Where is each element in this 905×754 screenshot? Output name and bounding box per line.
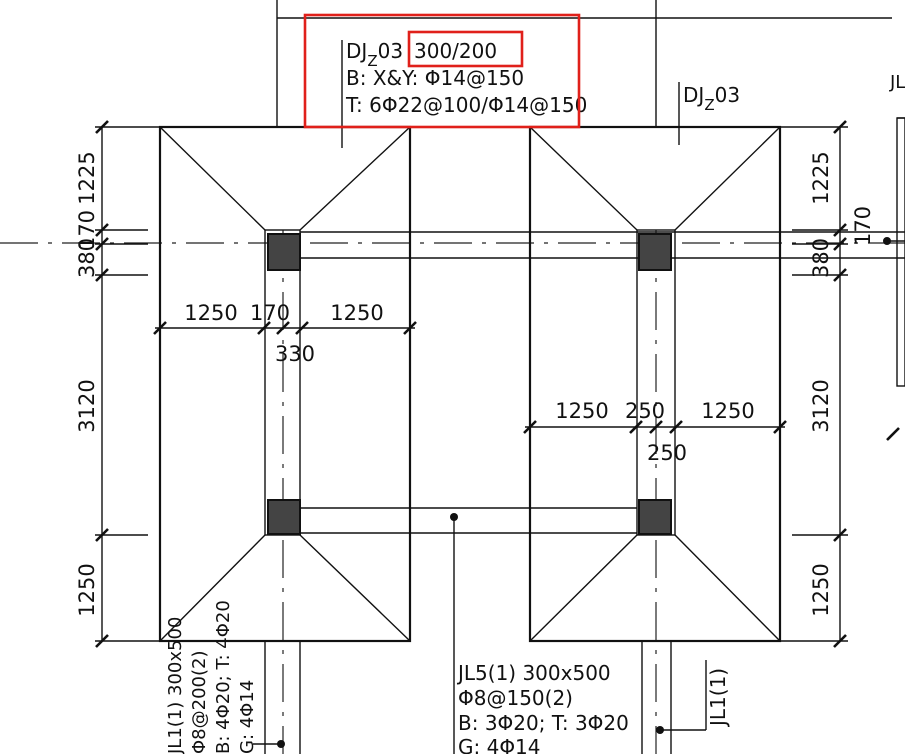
beam-jl1-line4: G: 4Φ14 (237, 680, 258, 754)
beam-jl5-line4: G: 4Φ14 (458, 735, 541, 754)
dim-chain-right: 1225 170 380 3120 1250 (780, 120, 905, 648)
highlight-boxes (303, 13, 581, 129)
dim-left-3120: 3120 (75, 379, 99, 432)
dim-right-380: 380 (809, 238, 833, 278)
footing-label-bottom-rebar: B: X&Y: Φ14@150 (346, 66, 524, 90)
dim-width-right: 1250 250 1250 250 (523, 399, 787, 465)
footing-label-name: DJZ03 (346, 39, 403, 70)
dim-w-right-250b: 250 (647, 441, 687, 465)
right-edge-ticks (886, 427, 900, 441)
dim-w-left-170: 170 (250, 301, 290, 325)
dim-w-left-1250b: 1250 (330, 301, 383, 325)
dim-w-left-1250a: 1250 (184, 301, 237, 325)
beam-jl5-annotation: JL5(1) 300x500 Φ8@150(2) B: 3Φ20; T: 3Φ2… (450, 513, 629, 754)
dim-w-right-1250a: 1250 (555, 399, 608, 423)
dim-left-1225: 1225 (75, 151, 99, 204)
footing-label-top-rebar: T: 6Φ22@100/Φ14@150 (345, 93, 587, 117)
dim-right-1250: 1250 (809, 563, 833, 616)
beam-jl1-right-annotation: JL1(1) (656, 660, 730, 734)
beam-jl1-line3: B: 4Φ20; T: 4Φ20 (213, 600, 234, 754)
columns (267, 233, 672, 535)
dim-w-right-1250b: 1250 (701, 399, 754, 423)
dim-left-380: 380 (75, 238, 99, 278)
dim-w-left-330: 330 (275, 342, 315, 366)
dim-right-1225: 1225 (809, 151, 833, 204)
beam-jl1-line1: JL1(1) 300x500 (165, 617, 186, 754)
highlight-outer (303, 13, 581, 129)
svg-text:DJZ03: DJZ03 (683, 83, 740, 114)
column-bottom-left (267, 499, 301, 535)
beam-jl5-line3: B: 3Φ20; T: 3Φ20 (458, 711, 629, 735)
beam-jl1-line2: Φ8@200(2) (189, 651, 210, 754)
dim-left-1250: 1250 (75, 563, 99, 616)
footing-label-right: DJZ03 JL (678, 72, 905, 145)
beam-jl5-line1: JL5(1) 300x500 (456, 661, 611, 685)
footing-label-size: 300/200 (414, 39, 497, 63)
footing-right (528, 125, 782, 643)
beam-jl5-line2: Φ8@150(2) (458, 686, 573, 710)
connecting-beams (264, 117, 905, 754)
dim-left-170: 170 (75, 210, 99, 250)
dim-width-left: 1250 170 1250 330 (153, 301, 417, 366)
column-top-left (267, 233, 301, 271)
column-top-right (638, 233, 672, 271)
dim-w-right-250: 250 (625, 399, 665, 423)
dim-right-170: 170 (851, 206, 875, 246)
highlight-size (407, 30, 524, 68)
beam-jl1-right-label: JL1(1) (706, 668, 730, 728)
footing-left (158, 125, 412, 643)
dim-right-3120: 3120 (809, 379, 833, 432)
dim-chain-left: 1225 170 380 3120 1250 (75, 120, 160, 648)
footing-label: DJZ03 300/200 B: X&Y: Φ14@150 T: 6Φ22@10… (341, 39, 587, 148)
column-bottom-right (638, 499, 672, 535)
right-edge-label: JL (889, 72, 905, 93)
beam-jl1-annotation: JL1(1) 300x500 Φ8@200(2) B: 4Φ20; T: 4Φ2… (165, 600, 285, 754)
